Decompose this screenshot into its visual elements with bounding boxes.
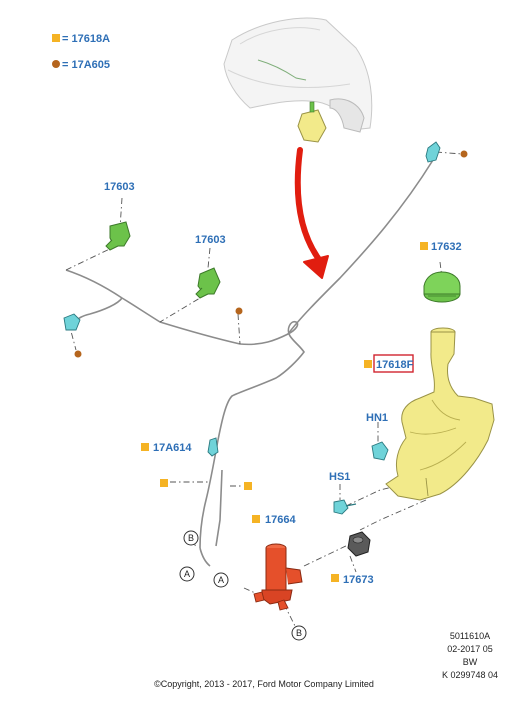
square-marker-icon (252, 515, 260, 523)
label-grommet: 17673 (343, 574, 374, 586)
footer-line-2: 02-2017 05 (447, 644, 493, 654)
connector-b-upper-label: B (188, 533, 194, 543)
location-arrow (294, 147, 329, 279)
part-labels: 17603 17603 17632 17618F HN1 HS1 17A614 … (104, 181, 462, 586)
label-hn1: HN1 (366, 412, 388, 424)
footer-line-1: 5011610A (450, 631, 490, 641)
footer-line-4: K 0299748 04 (442, 670, 498, 680)
footer: 5011610A 02-2017 05 BW K 0299748 04 ©Cop… (154, 631, 498, 689)
reservoir-highlight-box (373, 354, 414, 373)
connector-b-lower-label: B (296, 628, 302, 638)
round-marker-icon (460, 150, 468, 158)
wheel-arch (329, 98, 365, 133)
pump-grommet[interactable] (347, 531, 371, 557)
filler-cap[interactable] (423, 271, 461, 303)
square-marker-icon (160, 479, 168, 487)
connector-a-upper (179, 566, 195, 582)
label-hs1: HS1 (329, 471, 350, 483)
connector-a-lower-label: A (218, 575, 224, 585)
label-hose-conn: 17A614 (153, 442, 192, 454)
markers (74, 150, 468, 582)
hose-connector-mid[interactable] (207, 437, 219, 457)
square-marker-icon (244, 482, 252, 490)
square-marker-icon (420, 242, 428, 250)
connector-refs: B A A B (179, 530, 307, 641)
main-hose (65, 269, 305, 549)
hose-to-rear (287, 159, 434, 335)
hood-hose-line (257, 59, 307, 81)
hose-connector-top[interactable] (425, 141, 441, 163)
connector-a-lower (213, 572, 229, 588)
legend: = 17618A = 17A605 (52, 33, 110, 71)
hose-branch-right (215, 469, 223, 547)
copyright-notice: ©Copyright, 2013 - 2017, Ford Motor Comp… (154, 679, 374, 689)
square-marker-icon (364, 360, 372, 368)
square-marker-icon (331, 574, 339, 582)
connector-a-upper-label: A (184, 569, 190, 579)
legend-square-label: = 17618A (62, 33, 110, 45)
connector-b-lower (291, 625, 307, 641)
round-marker-icon (74, 350, 82, 358)
label-nozzle-right: 17603 (195, 234, 226, 246)
clip-hn1[interactable] (371, 441, 389, 461)
label-reservoir: 17618F (376, 359, 414, 371)
hose-connector-left[interactable] (63, 313, 81, 331)
round-marker-icon (235, 307, 243, 315)
round-marker-icon (52, 60, 60, 68)
footer-line-3: BW (463, 657, 478, 667)
connector-b-upper (183, 530, 199, 546)
washer-pump[interactable] (253, 543, 303, 611)
washer-nozzle-right[interactable] (195, 267, 221, 299)
washer-nozzle-left[interactable] (105, 221, 131, 251)
washer-reservoir[interactable] (385, 327, 495, 501)
legend-round-label: = 17A605 (62, 59, 110, 71)
label-nozzle-left: 17603 (104, 181, 135, 193)
screw-hs1[interactable] (333, 499, 357, 515)
label-cap: 17632 (431, 241, 462, 253)
vehicle-overview (223, 17, 373, 143)
square-marker-icon (141, 443, 149, 451)
mini-reservoir (297, 109, 327, 143)
label-pump: 17664 (265, 514, 296, 526)
square-marker-icon (52, 34, 60, 42)
hose-lower-end (199, 547, 211, 567)
hose-to-left-connector (75, 297, 123, 323)
